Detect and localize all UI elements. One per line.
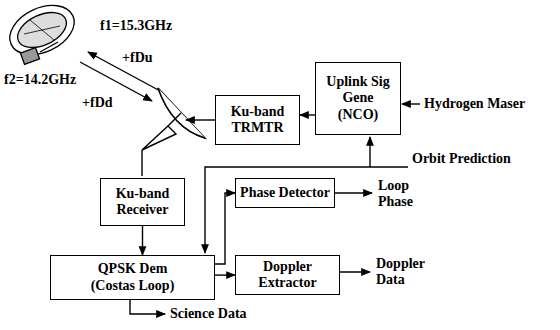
frequency-label: f2=14.2GHz xyxy=(4,72,76,88)
output-label: Loop Phase xyxy=(378,178,428,210)
process-box: Ku-band Receiver xyxy=(100,178,185,226)
signal-label: Hydrogen Maser xyxy=(424,96,525,112)
process-box: QPSK Dem (Costas Loop) xyxy=(50,255,215,300)
ground-antenna xyxy=(142,88,205,176)
box-text: Doppler Extractor xyxy=(240,259,335,291)
signal-label: Orbit Prediction xyxy=(412,151,511,167)
satellite xyxy=(2,0,82,64)
output-label: Science Data xyxy=(170,306,247,322)
process-box: Uplink Sig Gene (NCO) xyxy=(315,62,401,135)
connector-arrow xyxy=(142,226,143,255)
science-arrow xyxy=(130,300,165,314)
box-text: QPSK Dem (Costas Loop) xyxy=(78,261,188,293)
doppler-label: +fDu xyxy=(122,50,153,66)
orbit-wire xyxy=(205,167,408,253)
doppler-data-arrow xyxy=(335,271,370,272)
process-box: Ku-band TRMTR xyxy=(215,95,300,145)
box-text: Ku-band Receiver xyxy=(108,186,178,218)
box-text: Phase Detector xyxy=(240,185,330,201)
connector-arrow xyxy=(215,274,235,275)
doppler-label: +fDd xyxy=(82,95,113,111)
connector-arrow xyxy=(300,114,315,115)
box-text: Uplink Sig Gene (NCO) xyxy=(325,74,391,122)
output-label: Doppler Data xyxy=(376,256,436,288)
frequency-label: f1=15.3GHz xyxy=(100,18,172,34)
process-box: Phase Detector xyxy=(235,178,335,208)
process-box: Doppler Extractor xyxy=(235,255,340,295)
tx-feed-arrow xyxy=(186,119,215,120)
maser-arrow xyxy=(402,103,420,104)
box-text: Ku-band TRMTR xyxy=(223,104,293,136)
orbit-to-uplink xyxy=(369,137,370,167)
loop-phase-arrow xyxy=(335,192,372,193)
connector-arrow xyxy=(215,193,235,264)
